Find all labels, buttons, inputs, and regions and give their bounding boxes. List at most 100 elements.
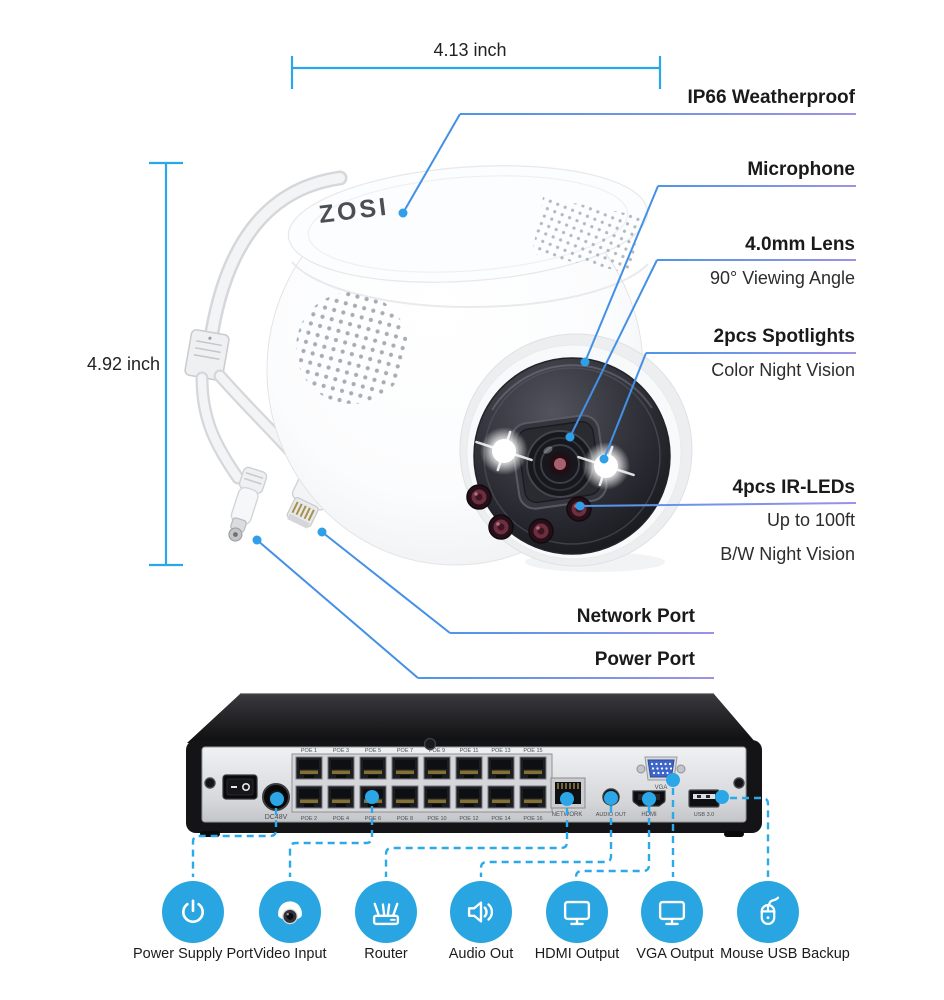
hdmi-label: HDMI xyxy=(641,812,657,818)
usb-marker-dot xyxy=(715,790,729,804)
cable-label-network-port: Network Port xyxy=(576,606,695,627)
lens-dot xyxy=(565,432,575,442)
svg-text:POE 11: POE 11 xyxy=(460,748,479,754)
camera-cables xyxy=(184,170,348,542)
power-switch xyxy=(222,774,258,800)
legend-caption-vga: VGA Output xyxy=(636,946,714,962)
legend-router-circle xyxy=(355,881,417,943)
feature-sublabel-range: Up to 100ft xyxy=(766,510,855,530)
camera-lens-assembly xyxy=(459,333,693,567)
dashed-connectors xyxy=(191,788,770,878)
svg-text:POE 16: POE 16 xyxy=(523,816,542,822)
screw-right xyxy=(733,777,745,789)
spotlights-dot xyxy=(599,454,609,464)
poe-marker-dot xyxy=(365,790,379,804)
svg-text:POE 7: POE 7 xyxy=(397,748,413,754)
hdmi-marker-dot xyxy=(642,792,656,806)
screw-top xyxy=(423,737,437,751)
poe-to-video-line xyxy=(288,806,374,877)
nvr-top-face xyxy=(187,694,756,743)
feature-label-spotlights: 2pcs Spotlights xyxy=(713,326,855,347)
legend-power-circle xyxy=(162,881,224,943)
svg-text:POE 3: POE 3 xyxy=(333,748,349,754)
hdmi-to-hdmi-line xyxy=(574,806,651,878)
microphone-dot xyxy=(580,357,590,367)
microphone-leader xyxy=(584,185,659,363)
svg-text:POE 15: POE 15 xyxy=(523,748,542,754)
svg-text:POE 9: POE 9 xyxy=(429,748,445,754)
monitor-icon xyxy=(658,900,686,926)
camera-illustration: ZOSI xyxy=(184,165,693,572)
legend-caption-hdmi: HDMI Output xyxy=(534,946,620,962)
vga-port xyxy=(636,756,686,781)
legend-caption-mouse: Mouse USB Backup xyxy=(720,946,850,962)
width-measurement-bracket xyxy=(290,56,662,89)
svg-text:POE 8: POE 8 xyxy=(397,816,413,822)
port-markers xyxy=(270,773,729,806)
width-measurement-label: 4.13 inch xyxy=(433,40,507,60)
legend-caption-video: Video Input xyxy=(253,946,327,962)
legend-caption-audio: Audio Out xyxy=(448,946,514,962)
audio-label: AUDIO OUT xyxy=(596,812,627,818)
legend-caption-power: Power Supply Port xyxy=(132,946,254,962)
svg-text:POE 10: POE 10 xyxy=(427,816,446,822)
vga-marker-dot xyxy=(666,773,680,787)
audio-to-audio-line xyxy=(479,806,613,877)
height-measurement-label: 4.92 inch xyxy=(86,354,160,374)
feature-label-irleds: 4pcs IR-LEDs xyxy=(732,477,855,498)
network-port-leader xyxy=(321,531,451,634)
legend-hdmi-circle xyxy=(546,881,608,943)
feature-anchor-dots xyxy=(252,208,609,545)
network-marker-dot xyxy=(560,792,574,806)
cable-label-power-port: Power Port xyxy=(594,649,695,670)
legend-audio-circle xyxy=(450,881,512,943)
spotlight-left xyxy=(475,427,533,475)
router-icon xyxy=(372,902,400,926)
feature-sublabel-viewing-angle: 90° Viewing Angle xyxy=(710,268,855,288)
power-connector xyxy=(228,466,268,542)
network-port-dot xyxy=(317,527,327,537)
power-icon xyxy=(182,899,204,923)
ip66-dot xyxy=(398,208,408,218)
lens-leader xyxy=(569,259,658,438)
speaker-icon xyxy=(467,901,493,923)
legend-caption-router: Router xyxy=(364,946,408,962)
mouse-icon xyxy=(760,896,780,925)
legend-vga-circle xyxy=(641,881,703,943)
irleds-dot xyxy=(575,501,585,511)
vga-label: VGA xyxy=(655,785,668,791)
usb-to-mouse-line xyxy=(730,796,770,877)
ip66-leader xyxy=(402,113,461,214)
legend-mouse-circle xyxy=(737,881,799,943)
feature-sublabel-color-night-vision: Color Night Vision xyxy=(711,360,855,380)
dc-label: DC48V xyxy=(265,814,288,821)
svg-text:POE 4: POE 4 xyxy=(333,816,349,822)
usb-label: USB 3.0 xyxy=(694,812,714,818)
feature-label-microphone: Microphone xyxy=(747,159,855,180)
audio-marker-dot xyxy=(604,791,618,805)
feature-sublabel-bw-night-vision: B/W Night Vision xyxy=(720,544,855,564)
screw-left xyxy=(204,777,216,789)
svg-text:POE 2: POE 2 xyxy=(301,816,317,822)
camera-icon xyxy=(278,901,302,925)
feature-label-lens: 4.0mm Lens xyxy=(745,234,855,255)
spotlight-right xyxy=(577,442,635,490)
usb-port xyxy=(688,789,720,808)
monitor-icon xyxy=(563,900,591,926)
speaker-grille-top xyxy=(531,196,642,274)
svg-text:POE 1: POE 1 xyxy=(301,748,317,754)
network-to-router-line xyxy=(384,808,569,877)
power-port-leader xyxy=(256,539,419,679)
feature-leader-lines xyxy=(256,113,857,679)
legend-video-circle xyxy=(259,881,321,943)
camera-seam xyxy=(291,261,649,309)
svg-text:POE 12: POE 12 xyxy=(459,816,478,822)
poe-port-block xyxy=(291,753,553,813)
dc-marker-dot xyxy=(270,792,284,806)
svg-text:POE 5: POE 5 xyxy=(365,748,381,754)
irleds-underline xyxy=(579,502,857,507)
speaker-grille-left xyxy=(296,292,408,404)
